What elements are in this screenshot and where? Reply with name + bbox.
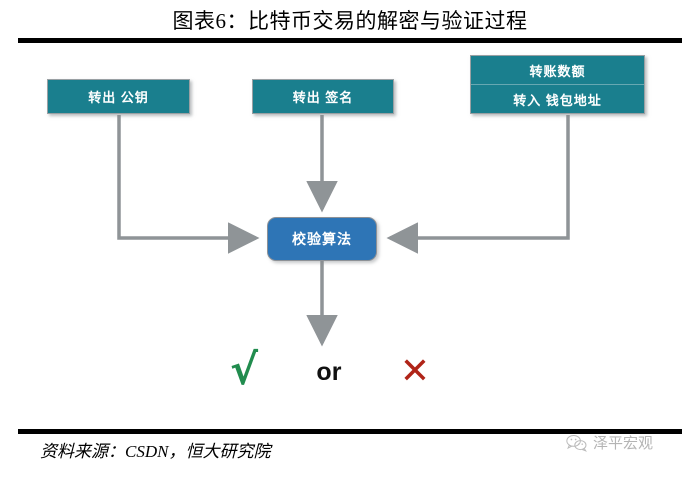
title-divider-top (18, 38, 682, 43)
edge-pubkey-to-verify (117, 115, 260, 254)
watermark-label: 泽平宏观 (593, 435, 654, 452)
node-label: 转账数额 (529, 63, 586, 79)
node-label: 校验算法 (292, 231, 352, 247)
connector-layer (117, 115, 570, 347)
figure-title: 图表6：比特币交易的解密与验证过程 (172, 9, 528, 33)
node-transfer-out-signature[interactable]: 转出 签名 (252, 79, 394, 114)
node-label: 转出 公钥 (88, 90, 149, 105)
source-divider-bottom (18, 429, 682, 434)
edge-wallet-to-verify (386, 115, 570, 254)
node-transfer-out-public-key[interactable]: 转出 公钥 (47, 79, 190, 114)
cross-mark-icon: ✕ (399, 351, 430, 392)
check-mark-icon: √ (230, 345, 259, 394)
wechat-icon (566, 434, 588, 452)
watermark: 泽平宏观 (566, 432, 653, 453)
node-label: 转出 签名 (292, 90, 354, 105)
flowchart-diagram: 转出 公钥 转出 签名 转账数额 转入 钱包地址 校验算法 √ or ✕ (0, 43, 700, 429)
source-note: 资料来源：CSDN，恒大研究院 (40, 442, 271, 461)
node-verification-algorithm[interactable]: 校验算法 (267, 217, 377, 261)
node-label: 转入 钱包地址 (513, 92, 602, 108)
node-receiving-wallet-address[interactable]: 转入 钱包地址 (471, 84, 644, 113)
verification-result-row: √ or ✕ (230, 348, 430, 396)
node-group-transfer-details: 转账数额 转入 钱包地址 (470, 55, 645, 114)
result-separator-label: or (316, 357, 342, 386)
node-transfer-amount[interactable]: 转账数额 (471, 56, 644, 84)
